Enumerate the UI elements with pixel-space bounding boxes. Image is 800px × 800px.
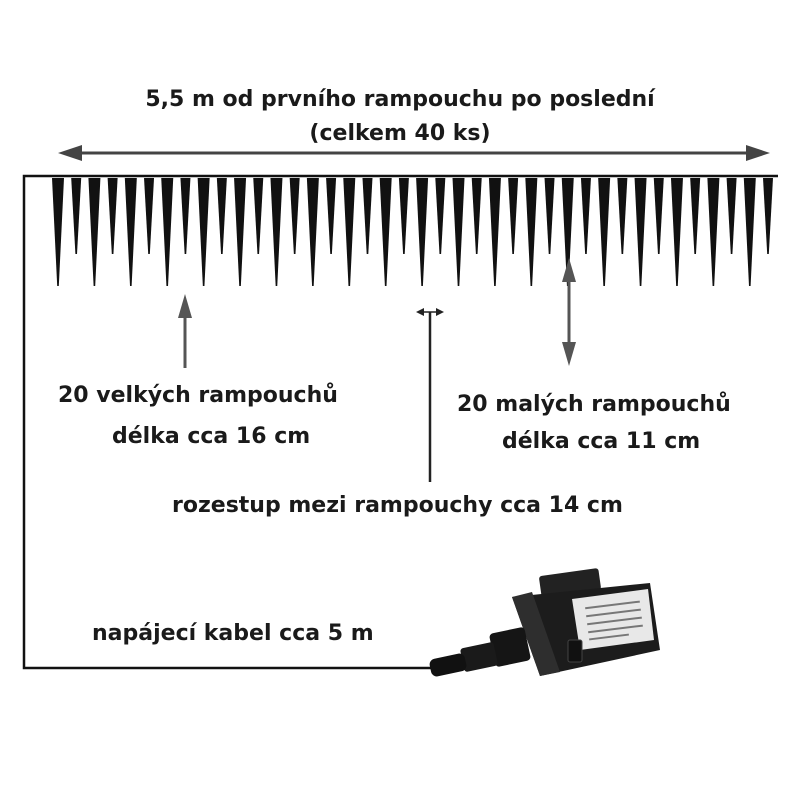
large-icicle	[525, 178, 538, 286]
large-icicle	[707, 178, 720, 286]
large-icicle	[561, 178, 574, 286]
large-icicle	[270, 178, 283, 286]
small-icicle	[726, 178, 737, 254]
small-icicle-arrow	[562, 258, 576, 366]
small-icicle	[144, 178, 155, 254]
large-icicle	[598, 178, 611, 286]
large-icicle	[634, 178, 647, 286]
small-icicle	[544, 178, 555, 254]
small-icicle	[362, 178, 373, 254]
spacing-indicator	[416, 308, 444, 482]
small-icicle	[289, 178, 300, 254]
large-icicle	[197, 178, 210, 286]
small-icicle	[326, 178, 337, 254]
small-icicle	[398, 178, 409, 254]
small-icicle	[653, 178, 664, 254]
large-icicle	[416, 178, 429, 286]
small-icicle	[71, 178, 82, 254]
small-icicle	[253, 178, 264, 254]
small-icicle	[107, 178, 118, 254]
small-icicle	[690, 178, 701, 254]
power-adapter	[429, 568, 660, 677]
small-icicle	[508, 178, 519, 254]
small-icicles-length: délka cca 11 cm	[502, 429, 701, 454]
large-icicle	[343, 178, 356, 286]
small-icicle	[617, 178, 628, 254]
title-line-2: (celkem 40 ks)	[309, 121, 491, 146]
small-icicle	[216, 178, 227, 254]
large-icicle	[52, 178, 64, 286]
small-icicle	[180, 178, 191, 254]
large-icicle	[379, 178, 392, 286]
large-icicle	[88, 178, 101, 286]
large-icicles-label: 20 velkých rampouchů	[58, 383, 338, 408]
large-icicle	[234, 178, 247, 286]
small-icicle	[435, 178, 446, 254]
total-length-arrow	[58, 145, 770, 161]
small-icicle	[471, 178, 482, 254]
large-icicle	[670, 178, 683, 286]
small-icicle	[763, 178, 773, 254]
icicle-row	[52, 178, 773, 286]
large-icicle	[306, 178, 319, 286]
large-icicle	[161, 178, 174, 286]
spacing-label: rozestup mezi rampouchy cca 14 cm	[172, 493, 623, 518]
large-icicle-arrow	[178, 294, 192, 368]
light-frame	[22, 174, 778, 670]
small-icicle	[580, 178, 591, 254]
title-line-1: 5,5 m od prvního rampouchu po poslední	[145, 87, 655, 112]
small-icicles-label: 20 malých rampouchů	[457, 392, 731, 417]
large-icicle	[124, 178, 137, 286]
cable-label: napájecí kabel cca 5 m	[92, 621, 374, 646]
large-icicle	[743, 178, 756, 286]
large-icicle	[452, 178, 465, 286]
large-icicle	[488, 178, 501, 286]
large-icicles-length: délka cca 16 cm	[112, 424, 311, 449]
